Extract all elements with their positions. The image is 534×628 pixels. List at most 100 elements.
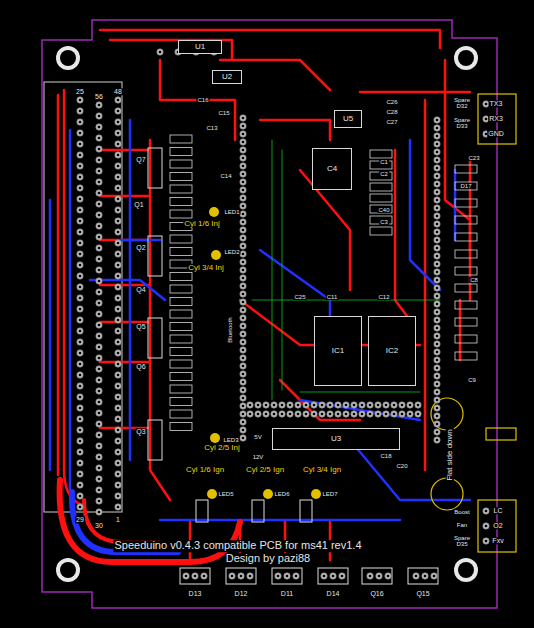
pad xyxy=(240,299,246,305)
resistor-array xyxy=(170,135,477,431)
drill-hole xyxy=(98,126,101,129)
pad xyxy=(77,372,83,378)
pad xyxy=(319,402,325,408)
resistor-outline xyxy=(455,352,477,360)
silkscreen-label: C2 xyxy=(379,171,389,177)
drill-hole xyxy=(378,575,381,578)
pad xyxy=(115,471,121,477)
pad xyxy=(391,402,397,408)
drill-hole xyxy=(98,401,101,404)
resistor-outline xyxy=(455,182,477,190)
drill-hole xyxy=(329,404,332,407)
silkscreen-label: Cyl 1/6 Ign xyxy=(185,466,225,474)
silkscreen-label: 29 xyxy=(75,516,85,523)
drill-hole xyxy=(436,391,439,394)
drill-hole xyxy=(436,415,439,418)
pad xyxy=(96,300,102,306)
drill-hole xyxy=(79,407,82,410)
drill-hole xyxy=(79,341,82,344)
resistor-outline xyxy=(170,398,192,406)
drill-hole xyxy=(436,319,439,322)
silkscreen-label: 5V xyxy=(253,434,262,440)
pad xyxy=(77,350,83,356)
pad xyxy=(434,349,440,355)
pad xyxy=(263,411,269,417)
drill-hole xyxy=(242,365,245,368)
drill-hole xyxy=(79,264,82,267)
drill-hole xyxy=(242,117,245,120)
silkscreen-label: Q4 xyxy=(135,286,146,293)
pad xyxy=(434,237,440,243)
resistor-outline xyxy=(170,423,192,431)
drill-hole xyxy=(242,421,245,424)
silkscreen-label: O2 xyxy=(492,522,503,529)
drill-hole xyxy=(98,258,101,261)
drill-hole xyxy=(385,413,388,416)
pad xyxy=(240,131,246,137)
pad xyxy=(240,147,246,153)
drill-hole xyxy=(98,478,101,481)
pad xyxy=(77,130,83,136)
pad xyxy=(96,322,102,328)
silkscreen-label: Spare D33 xyxy=(449,117,475,130)
silkscreen-label: C12 xyxy=(377,294,390,300)
pad xyxy=(96,102,102,108)
pad xyxy=(77,97,83,103)
silkscreen-label: C20 xyxy=(395,463,408,469)
drill-hole xyxy=(409,404,412,407)
drill-hole xyxy=(485,103,488,106)
pad xyxy=(247,411,253,417)
pad xyxy=(367,411,373,417)
pad xyxy=(96,377,102,383)
pad xyxy=(434,173,440,179)
drill-hole xyxy=(369,575,372,578)
pad xyxy=(96,234,102,240)
reference-designator: IC2 xyxy=(384,346,400,356)
silkscreen-label: D12 xyxy=(234,590,249,597)
silkscreen-label: 25 xyxy=(75,88,85,95)
drill-hole xyxy=(436,383,439,386)
pad xyxy=(115,262,121,268)
resistor-outline xyxy=(170,360,192,368)
pad xyxy=(240,163,246,169)
component-outline: C4 xyxy=(312,148,352,190)
pad xyxy=(415,411,421,417)
drill-hole xyxy=(98,214,101,217)
pad xyxy=(483,523,489,529)
drill-hole xyxy=(345,413,348,416)
drill-hole xyxy=(79,319,82,322)
silkscreen-label: Boost xyxy=(453,509,470,515)
drill-hole xyxy=(79,99,82,102)
pad xyxy=(434,261,440,267)
pad xyxy=(115,163,121,169)
pad xyxy=(434,293,440,299)
pad xyxy=(434,357,440,363)
pad xyxy=(434,253,440,259)
resistor-outline xyxy=(455,250,477,258)
silkscreen-label: TX3 xyxy=(489,100,504,107)
resistor-outline xyxy=(170,310,192,318)
drill-hole xyxy=(353,413,356,416)
drill-hole xyxy=(79,209,82,212)
pad xyxy=(240,371,246,377)
silkscreen-label: C9 xyxy=(467,377,477,383)
pad xyxy=(96,311,102,317)
resistor-outline xyxy=(170,323,192,331)
pad xyxy=(77,317,83,323)
resistor-outline xyxy=(170,273,192,281)
drill-hole xyxy=(79,110,82,113)
silkscreen-label: LED5 xyxy=(217,491,234,497)
drill-hole xyxy=(79,242,82,245)
pad xyxy=(255,402,261,408)
drill-hole xyxy=(361,404,364,407)
drill-hole xyxy=(117,176,120,179)
pad xyxy=(434,213,440,219)
drill-hole xyxy=(436,439,439,442)
pad xyxy=(383,402,389,408)
drill-hole xyxy=(433,575,436,578)
drill-hole xyxy=(117,121,120,124)
drill-hole xyxy=(415,575,418,578)
drill-hole xyxy=(79,330,82,333)
drill-hole xyxy=(79,451,82,454)
pad xyxy=(240,171,246,177)
